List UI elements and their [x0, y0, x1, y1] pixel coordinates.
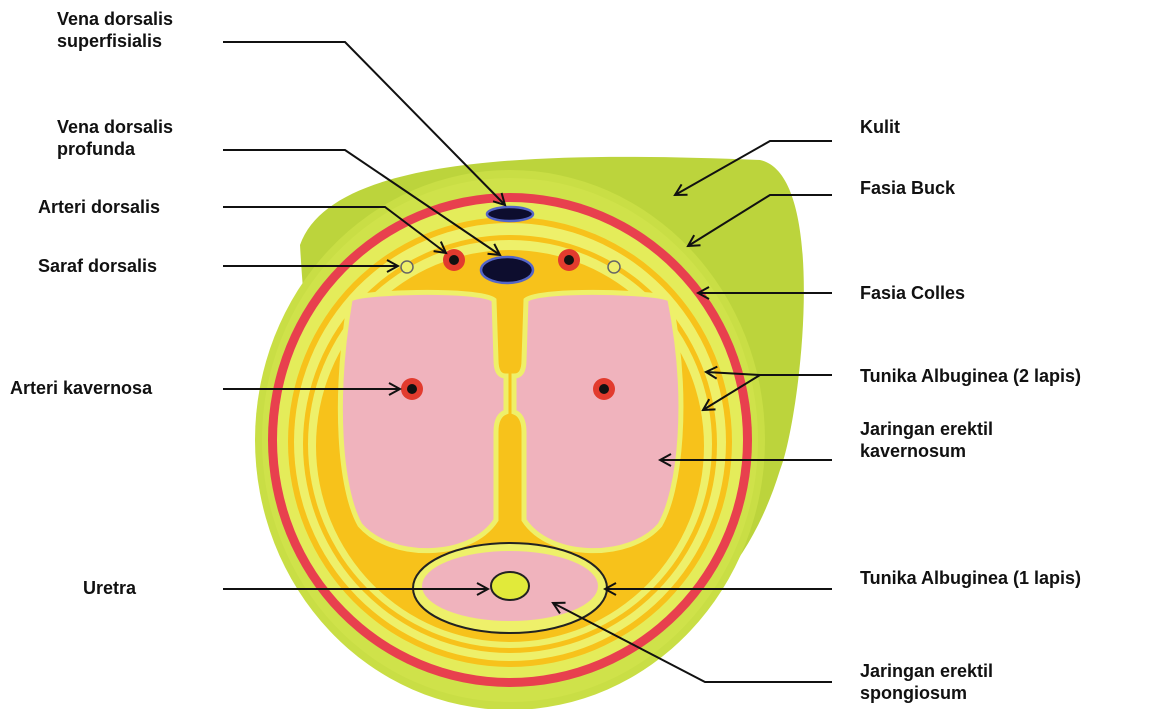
urethra-lumen — [491, 572, 529, 600]
dorsal-nerve-left — [401, 261, 413, 273]
label-line: kavernosum — [860, 440, 993, 462]
label-uretra: Uretra — [83, 577, 136, 599]
label-line: Vena dorsalis — [57, 8, 173, 30]
label-vena-dorsalis-profunda: Vena dorsalis profunda — [57, 116, 173, 160]
label-line: Vena dorsalis — [57, 116, 173, 138]
label-saraf-dorsalis: Saraf dorsalis — [38, 255, 157, 277]
label-kulit: Kulit — [860, 116, 900, 138]
label-jaringan-erektil-spongiosum: Jaringan erektil spongiosum — [860, 660, 993, 704]
superficial-dorsal-vein — [487, 207, 533, 221]
label-arteri-kavernosa: Arteri kavernosa — [10, 377, 152, 399]
label-line: spongiosum — [860, 682, 993, 704]
label-line: Jaringan erektil — [860, 660, 993, 682]
label-line: superfisialis — [57, 30, 173, 52]
deep-dorsal-vein — [481, 257, 533, 283]
label-line: Jaringan erektil — [860, 418, 993, 440]
label-jaringan-erektil-kavernosum: Jaringan erektil kavernosum — [860, 418, 993, 462]
dorsal-nerve-right — [608, 261, 620, 273]
corpus-cavernosum-left — [340, 292, 506, 550]
label-tunika-albuginea-2-lapis: Tunika Albuginea (2 lapis) — [860, 365, 1081, 387]
label-arteri-dorsalis: Arteri dorsalis — [38, 196, 160, 218]
label-vena-dorsalis-superfisialis: Vena dorsalis superfisialis — [57, 8, 173, 52]
label-line: profunda — [57, 138, 173, 160]
label-fasia-colles: Fasia Colles — [860, 282, 965, 304]
label-fasia-buck: Fasia Buck — [860, 177, 955, 199]
label-tunika-albuginea-1-lapis: Tunika Albuginea (1 lapis) — [860, 567, 1081, 589]
corpus-cavernosum-right — [514, 292, 681, 550]
